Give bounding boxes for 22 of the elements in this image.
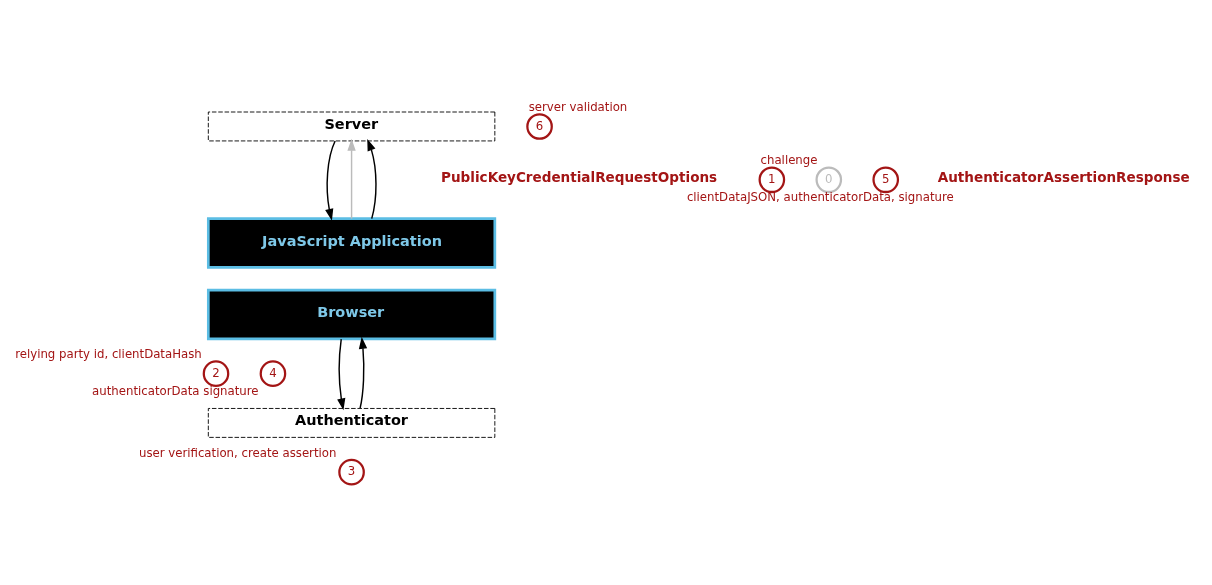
- node-box: Browser: [206, 288, 497, 340]
- arrow: [367, 138, 377, 219]
- node-circle: 6: [526, 112, 553, 140]
- node-box: Authenticator: [207, 407, 496, 438]
- node-box: Server: [207, 111, 496, 141]
- node-circle: 0: [815, 165, 843, 193]
- arrow: [325, 139, 336, 221]
- node-circle: 2: [202, 359, 230, 387]
- node-label: challenge: [760, 152, 818, 167]
- arrow: [358, 336, 368, 409]
- node-circle: 3: [338, 458, 365, 485]
- arrow: [347, 138, 356, 219]
- node-label: server validation: [528, 99, 628, 114]
- label: AuthenticatorAssertionResponse: [937, 168, 1190, 185]
- node-circle: 1: [758, 165, 786, 193]
- arrow: [337, 337, 346, 410]
- node-label: relying party id, clientDataHash: [15, 346, 202, 361]
- node-circle: 4: [259, 359, 287, 387]
- node-circle: 5: [872, 165, 900, 193]
- label: PublicKeyCredentialRequestOptions: [441, 168, 718, 185]
- node-label: user verification, create assertion: [138, 445, 337, 460]
- node-box: JavaScript Application: [206, 216, 497, 269]
